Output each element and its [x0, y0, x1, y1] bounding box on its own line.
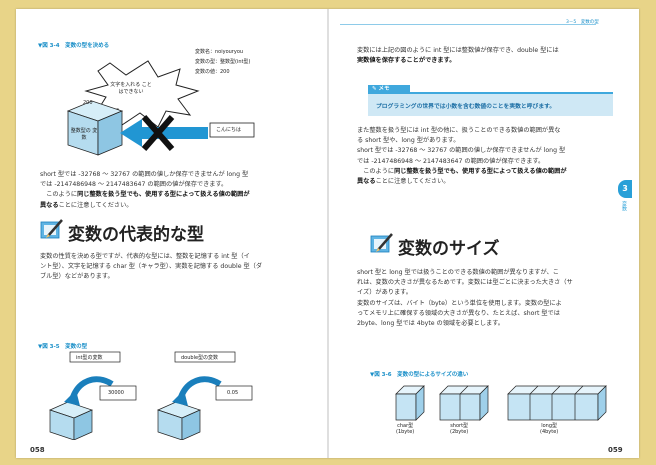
double-label-box	[174, 351, 236, 363]
figure-3-5-illustration	[49, 351, 253, 440]
var-value-label: 変数の値：200	[195, 69, 230, 75]
figure-3-4-caption: ▼図 3-4 変数の型を決める	[38, 43, 110, 49]
left-paragraph-2: 変数の性質を決める型ですが、代表的な型には、整数を記憶する int 型（イ ント…	[40, 252, 262, 283]
left-line-3b: 同じ整数を扱う型でも、使用する型によって扱える値の範囲が	[77, 191, 250, 199]
left-line-2: では -2147486948 ～ 2147483647 の範囲の値が保存できます…	[40, 181, 228, 189]
right-line-12: 変数のサイズは、バイト（byte）という単位を使用します。変数の型によ	[357, 299, 562, 307]
right-paragraph-3: short 型と long 型では扱うことのできる数値の範囲が異なりますが、こ …	[357, 268, 573, 329]
right-line-10: れは、変数の大きさが異なるためです。変数には型ごとに決まった大きさ（サ	[357, 279, 573, 287]
figure-3-6-caption: ▼図 3-6 変数の型によるサイズの違い	[370, 372, 469, 378]
left-line-4b: ことに注意してください。	[58, 201, 133, 209]
memo-label: ✎ メモ	[368, 85, 410, 94]
figure-3-5-caption: ▼図 3-5 変数の型	[38, 344, 88, 350]
right-line-11: イズ）があります。	[357, 289, 412, 297]
figure-3-4-illustration	[66, 60, 255, 156]
left-section-heading: 変数の代表的な型	[68, 225, 204, 245]
right-paragraph-2: また整数を扱う型には int 型の他に、扱うことのできる数値の範囲が異な る s…	[357, 126, 567, 187]
memo-text: プログラミングの世界では小数を含む数値のことを実数と呼びます。	[376, 104, 556, 110]
left-line-4: 異なることに注意してください。	[40, 201, 250, 211]
double-cube-front	[157, 409, 183, 440]
chapter-tab-label: 変数	[621, 201, 627, 211]
left-line-3a: このように	[46, 191, 78, 199]
int-box-label: 整数型の 変数	[70, 128, 98, 141]
right-line-4: る short 型や、long 型があります。	[357, 137, 460, 145]
right-line-7: このように同じ整数を扱う型でも、使用する型によって扱える値の範囲が	[357, 167, 567, 177]
double-value-text: 0.05	[227, 390, 239, 396]
left-line-6: ント型）、文字を記憶する char 型（キャラ型）、実数を記憶する double…	[40, 263, 263, 271]
right-line-1: 変数には上記の図のように int 型には整数値が保存でき、double 型には	[357, 47, 559, 54]
cube-side	[97, 110, 123, 156]
int-label-box	[69, 351, 121, 363]
long-type-text: long型	[541, 423, 558, 429]
var-type-label: 変数の型：整数型(int型)	[195, 59, 251, 65]
right-line-5: short 型では -32768 ～ 32767 の範囲の値しか保存できませんが…	[357, 147, 566, 155]
blue-arrow	[120, 119, 208, 147]
int-arrow-head	[64, 390, 80, 406]
right-line-2: 実数値を保存することができます。	[357, 57, 456, 65]
long-byte-text: (4byte)	[540, 429, 559, 435]
var-name-label: 変数名：noiyouryou	[195, 49, 244, 55]
int-cube-front	[49, 409, 75, 440]
right-section-heading: 変数のサイズ	[398, 239, 500, 259]
left-line-7: ブル型）などがあります。	[40, 273, 114, 281]
double-cube-side	[181, 409, 201, 440]
left-line-3: このように同じ整数を扱う型でも、使用する型によって扱える値の範囲が	[40, 190, 250, 200]
right-line-7b: 同じ整数を扱う型でも、使用する型によって扱える値の範囲が	[394, 167, 567, 175]
double-curve-arrow	[177, 376, 222, 402]
right-line-7a: このように	[363, 167, 395, 175]
value-200-label: 200	[83, 100, 93, 106]
char-cube-side	[415, 385, 425, 421]
right-line-8: 異なることに注意してください。	[357, 177, 567, 187]
burst-shape	[84, 60, 200, 128]
right-line-13: ってメモリ上に確保する領域の大きさが異なり、たとえば、short 型では	[357, 309, 560, 317]
pencil-book-icon-2	[370, 233, 393, 253]
right-paragraph-1: 変数には上記の図のように int 型には整数値が保存でき、double 型には …	[357, 46, 559, 66]
left-line-5: 変数の性質を決める型ですが、代表的な型には、整数を記憶する int 型（イ	[40, 253, 250, 260]
chapter-tab: 3	[618, 180, 632, 198]
int-value-text: 30000	[108, 390, 124, 396]
left-page-number: 058	[30, 446, 45, 454]
int-cube-side	[73, 409, 93, 440]
long-size-label: long型 (4byte)	[540, 423, 558, 435]
figure-3-6-illustration	[395, 385, 607, 421]
right-line-9: short 型と long 型では扱うことのできる数値の範囲が異なりますが、こ	[357, 269, 559, 276]
book-gutter	[327, 9, 329, 458]
left-line-4a: 異なる	[40, 201, 59, 209]
right-line-6: では -2147486948 ～ 2147483647 の範囲の値が保存できます…	[357, 157, 545, 165]
double-label-text: double型の変数	[181, 355, 219, 361]
double-value-box	[215, 385, 253, 401]
right-line-8a: 異なる	[357, 178, 376, 186]
string-box	[209, 122, 255, 138]
char-type-text: char型	[397, 423, 414, 429]
right-page-number: 059	[608, 446, 623, 454]
short-type-text: short型	[450, 423, 469, 429]
left-paragraph-1: short 型では -32768 ～ 32767 の範囲の値しか保存できませんが…	[40, 170, 250, 211]
short-byte-text: (2byte)	[450, 429, 469, 435]
long-cube-front	[507, 393, 599, 421]
long-cube-top	[507, 385, 607, 395]
left-line-1: short 型では -32768 ～ 32767 の範囲の値しか保存できませんが…	[40, 171, 249, 178]
right-line-14: 2byte、long 型では 4byte の領域を必要とします。	[357, 320, 504, 328]
int-label-text: int型の変数	[76, 355, 103, 361]
pencil-book-icon	[40, 219, 63, 239]
double-arrow-head	[172, 390, 188, 406]
right-line-8b: ことに注意してください。	[375, 178, 450, 186]
memo-box	[368, 92, 613, 116]
running-header: 3－5 変数の型	[566, 20, 599, 25]
string-box-text: こんにちは	[216, 127, 242, 133]
burst-text: 文字を入れる ことはできない	[110, 82, 152, 95]
x-mark-b	[141, 115, 175, 151]
char-size-label: char型 (1byte)	[396, 423, 414, 435]
short-cube-side	[479, 385, 489, 421]
char-byte-text: (1byte)	[396, 429, 415, 435]
header-rule	[340, 24, 596, 25]
long-cube-side	[597, 385, 607, 421]
short-size-label: short型 (2byte)	[450, 423, 468, 435]
char-cube-front	[395, 393, 417, 421]
right-line-3: また整数を扱う型には int 型の他に、扱うことのできる数値の範囲が異な	[357, 127, 561, 134]
int-value-box	[99, 385, 137, 401]
